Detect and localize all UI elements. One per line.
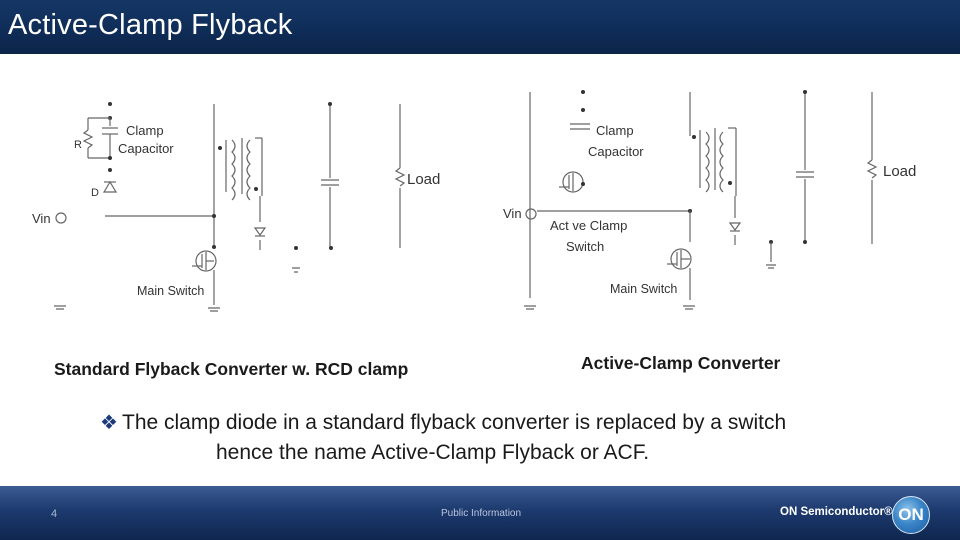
right-node-active — [581, 182, 585, 186]
right-transformer-secondary — [719, 131, 724, 193]
left-node-cap-top — [328, 102, 332, 106]
right-vin-label: Vin — [503, 206, 522, 221]
bullet-line-2: hence the name Active-Clamp Flyback or A… — [216, 441, 650, 464]
left-gnd-sw — [208, 307, 220, 312]
right-node-cap-top — [803, 90, 807, 94]
right-dot-primary — [692, 135, 696, 139]
public-information-label: Public Information — [441, 508, 522, 519]
right-active-switch-label-1: Act ve Clamp — [550, 218, 627, 233]
left-diode-d — [102, 180, 118, 193]
bullet-line-1: ❖The clamp diode in a standard flyback c… — [70, 408, 890, 438]
right-main-switch — [670, 248, 692, 270]
right-gnd-sw — [683, 305, 695, 310]
left-transformer-secondary — [246, 139, 251, 201]
right-active-switch-label-2: Switch — [566, 239, 604, 254]
logo-text: ON — [898, 505, 924, 524]
right-diagram-caption: Active-Clamp Converter — [581, 353, 781, 373]
bullet-line-1-text: The clamp diode in a standard flyback co… — [122, 411, 787, 434]
right-output-diode — [728, 222, 742, 232]
circuit-diagrams: Clamp Capacitor R D Vin Load Main Switch — [32, 90, 916, 312]
left-main-switch-label: Main Switch — [137, 284, 204, 298]
page-number: 4 — [51, 508, 58, 520]
right-clamp-label-2: Capacitor — [588, 144, 644, 159]
left-d-label: D — [91, 187, 99, 199]
right-circuit — [524, 90, 878, 310]
left-r-label: R — [74, 139, 82, 151]
left-load-resistor — [394, 167, 406, 187]
right-gnd-vin — [524, 305, 536, 310]
right-clamp-label-1: Clamp — [596, 123, 634, 138]
bullet-text: ❖The clamp diode in a standard flyback c… — [70, 408, 890, 467]
left-clamp-label-2: Capacitor — [118, 141, 174, 156]
left-dot-primary — [218, 146, 222, 150]
right-load-label: Load — [883, 163, 916, 180]
left-dot-secondary — [254, 187, 258, 191]
right-node-top — [581, 90, 585, 94]
brand-name: ON Semiconductor® — [780, 506, 893, 518]
left-vin-label: Vin — [32, 211, 51, 226]
left-node-top — [108, 102, 112, 106]
right-transformer-primary — [705, 131, 710, 193]
left-clamp-label-1: Clamp — [126, 123, 164, 138]
right-vin-source — [525, 208, 537, 220]
diamond-bullet-icon: ❖ — [100, 412, 118, 434]
left-resistor-r — [82, 129, 94, 149]
left-node-out — [294, 246, 298, 250]
left-transformer-primary — [231, 139, 236, 201]
right-load-resistor — [866, 159, 878, 179]
right-dot-secondary — [728, 181, 732, 185]
left-gnd-vin — [54, 305, 66, 310]
left-output-diode — [253, 227, 267, 237]
left-node-d — [108, 168, 112, 172]
left-gnd-out — [292, 267, 300, 273]
left-load-label: Load — [407, 171, 440, 188]
left-circuit — [54, 102, 406, 312]
left-node-sw — [212, 214, 216, 218]
left-node-r-bottom — [108, 156, 112, 160]
right-main-switch-label: Main Switch — [610, 282, 677, 296]
right-node-cap-bottom — [803, 240, 807, 244]
left-main-switch — [195, 250, 217, 272]
page-title: Active-Clamp Flyback — [8, 9, 293, 41]
left-diagram-caption: Standard Flyback Converter w. RCD clamp — [54, 359, 409, 379]
title-bar: Active-Clamp Flyback — [0, 0, 960, 54]
left-node-cap-bottom — [329, 246, 333, 250]
left-node-sw-top — [212, 245, 216, 249]
on-semiconductor-logo-icon: ON — [892, 496, 930, 534]
right-node-cap — [581, 108, 585, 112]
right-gnd-out — [766, 264, 776, 269]
left-vin-source — [55, 212, 67, 224]
footer-bar: 4 Public Information ON Semiconductor® O… — [0, 486, 960, 540]
